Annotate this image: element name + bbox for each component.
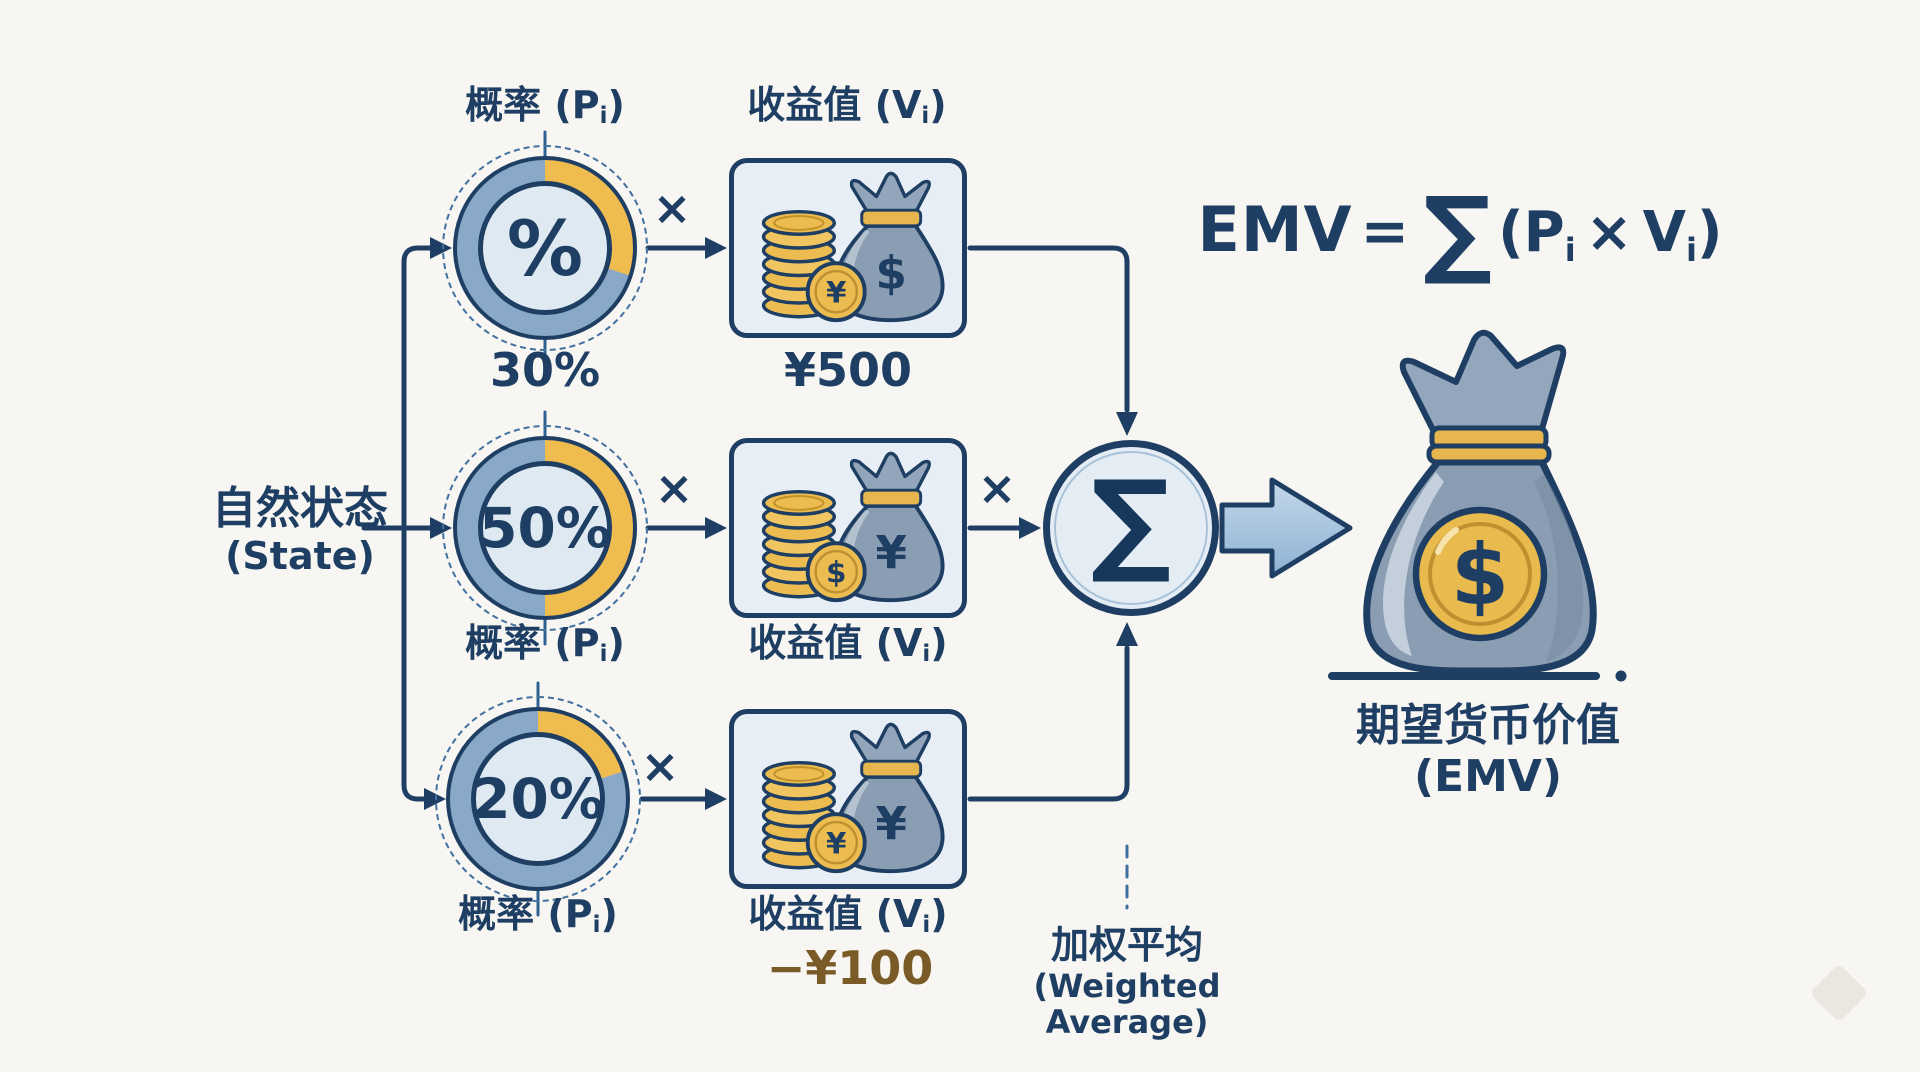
subscript-i: i xyxy=(921,103,930,130)
payoff-illustration-2: ¥ $ xyxy=(761,451,945,603)
formula-v: V xyxy=(1642,200,1686,265)
state-label: 自然状态 (State) xyxy=(140,483,460,578)
bag-tie-band-2 xyxy=(1426,443,1552,465)
subscript-i: i xyxy=(922,912,931,939)
state-label-zh: 自然状态 xyxy=(212,483,388,534)
subscript-i: i xyxy=(1564,231,1576,269)
probability-value-3: 20% xyxy=(471,732,605,866)
subscript-i: i xyxy=(1685,231,1697,269)
dollar-coin-icon: $ xyxy=(1412,506,1548,642)
payoff-value-1: ¥500 xyxy=(783,343,913,397)
formula-emv: EMV xyxy=(1197,193,1353,266)
money-bag-icon: ¥ xyxy=(833,451,945,603)
subscript-i: i xyxy=(599,641,608,668)
probability-value-1: 30% xyxy=(489,343,601,397)
emv-formula: EMV=∑(Pi×Vi) xyxy=(1180,176,1740,288)
weighted-average-en: (Weighted Average) xyxy=(1033,966,1221,1042)
emv-result-label: 期望货币价值 (EMV) xyxy=(1308,700,1668,802)
formula-close-paren: ) xyxy=(1696,200,1723,265)
result-block-arrow-icon xyxy=(1219,477,1353,579)
small-coin-icon: ¥ xyxy=(805,812,867,874)
formula-times: × xyxy=(1585,200,1633,265)
multiply-sign: × xyxy=(654,461,694,515)
weighted-average-label: 加权平均 (Weighted Average) xyxy=(947,923,1307,1042)
payoff-caption-3: 收益值 (Vi) xyxy=(713,892,983,939)
payoff-header: 收益值 (Vi) xyxy=(712,83,982,130)
payoff-value-3: −¥100 xyxy=(766,941,934,995)
probability-circle-2: 50% xyxy=(442,425,648,631)
payoff-header-text: 收益值 (V xyxy=(747,83,922,127)
subscript-i: i xyxy=(592,912,601,939)
subscript-i: i xyxy=(599,103,608,130)
probability-header: 概率 (Pi) xyxy=(415,83,675,130)
payoff-illustration-1: $ ¥ xyxy=(761,171,945,323)
decision-tree-branches xyxy=(361,245,1130,802)
coin-currency-symbol: ¥ xyxy=(826,275,847,309)
multiply-sign: × xyxy=(640,739,680,793)
probability-caption-text: 概率 (P xyxy=(458,892,593,936)
payoff-box-1: $ ¥ xyxy=(729,158,967,338)
close-paren: ) xyxy=(607,83,625,127)
probability-circle-3: 20% xyxy=(435,696,641,902)
emv-result-zh: 期望货币价值 xyxy=(1356,700,1620,751)
probability-header-text: 概率 (P xyxy=(465,83,600,127)
close-paren: ) xyxy=(930,892,948,936)
weighted-average-zh: 加权平均 xyxy=(1050,923,1203,967)
coin-currency-symbol: ¥ xyxy=(826,826,847,860)
payoff-caption-text: 收益值 (V xyxy=(748,621,923,665)
small-coin-icon: $ xyxy=(805,541,867,603)
formula-p: P xyxy=(1523,200,1565,265)
payoff-box-2: ¥ $ xyxy=(729,438,967,618)
sigma-circle: ∑ xyxy=(1043,440,1219,616)
close-paren: ) xyxy=(607,621,625,665)
multiply-sign: × xyxy=(652,181,692,235)
probability-circle-1: % xyxy=(442,145,648,351)
formula-equals: = xyxy=(1360,197,1410,265)
circle-3-glyph: 20% xyxy=(472,767,604,831)
close-paren: ) xyxy=(930,621,948,665)
sigma-icon: ∑ xyxy=(1090,457,1172,587)
probability-value-2: 50% xyxy=(478,461,612,595)
circle-2-glyph: 50% xyxy=(479,496,611,560)
formula-sigma-icon: ∑ xyxy=(1423,176,1493,288)
multiply-sign: × xyxy=(977,461,1017,515)
coin-currency-symbol: $ xyxy=(1451,526,1509,624)
payoff-caption-2: 收益值 (Vi) xyxy=(713,621,983,668)
payoff-caption-text: 收益值 (V xyxy=(748,892,923,936)
payoff-illustration-3: ¥ ¥ xyxy=(761,722,945,874)
coin-currency-symbol: $ xyxy=(826,555,846,589)
probability-caption-3: 概率 (Pi) xyxy=(418,892,658,939)
probability-caption-2: 概率 (Pi) xyxy=(425,621,665,668)
emv-result-en: (EMV) xyxy=(1413,750,1563,802)
bag-currency-symbol: ¥ xyxy=(875,798,906,851)
close-paren: ) xyxy=(600,892,618,936)
formula-open-paren: ( xyxy=(1498,200,1524,265)
ground-line xyxy=(1328,670,1627,682)
circle-dashed-outline xyxy=(435,696,641,902)
small-coin-icon: ¥ xyxy=(805,261,867,323)
bag-currency-symbol: $ xyxy=(875,247,906,300)
bag-gathers xyxy=(1399,329,1567,439)
circle-dashed-outline xyxy=(442,425,648,631)
bag-highlight xyxy=(1383,472,1444,656)
subscript-i: i xyxy=(922,641,931,668)
state-label-en: (State) xyxy=(225,533,375,578)
emv-money-bag-icon: $ xyxy=(1363,329,1597,675)
percent-icon: % xyxy=(478,181,612,315)
circle-1-glyph: % xyxy=(506,203,584,293)
probability-caption-text: 概率 (P xyxy=(465,621,600,665)
payoff-box-3: ¥ ¥ xyxy=(729,709,967,889)
circle-dashed-outline xyxy=(442,145,648,351)
bag-shade xyxy=(1534,474,1584,662)
close-paren: ) xyxy=(929,83,947,127)
bag-currency-symbol: ¥ xyxy=(875,527,906,580)
